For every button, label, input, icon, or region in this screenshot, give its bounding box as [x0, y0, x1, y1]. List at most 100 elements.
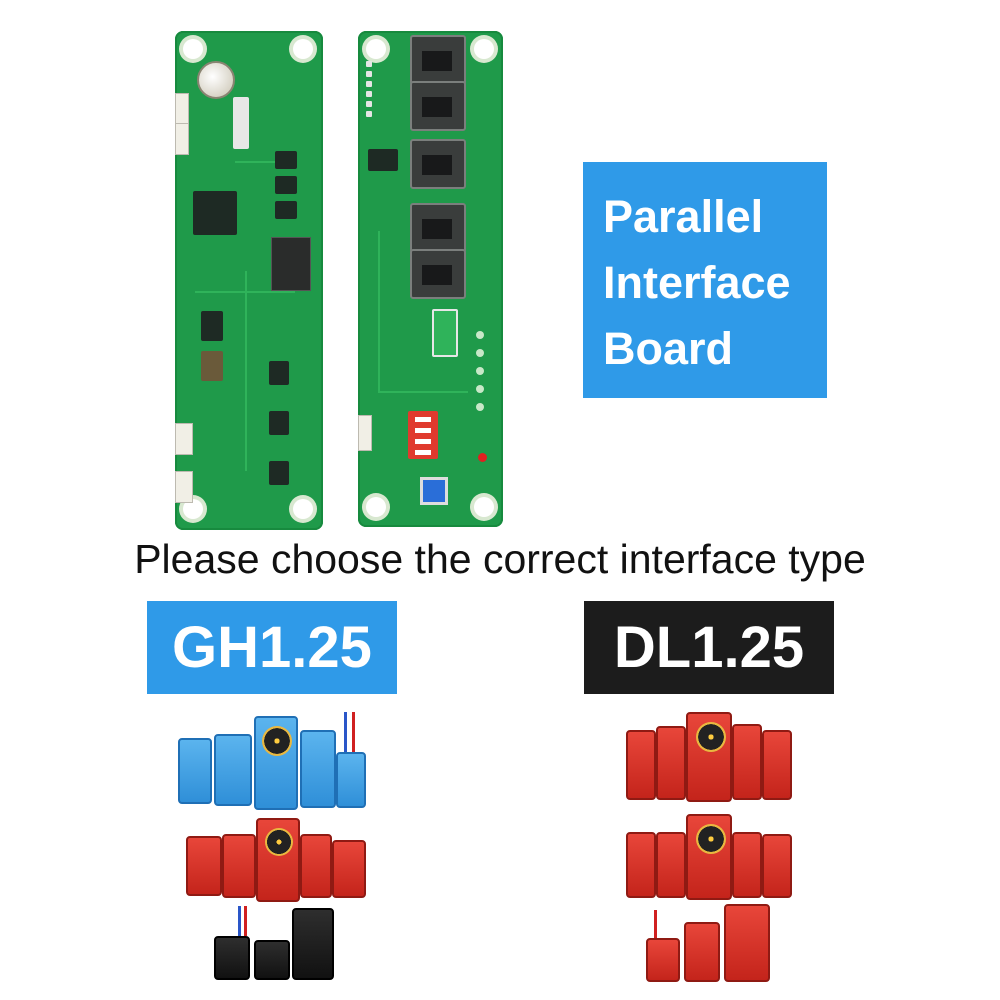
pin [366, 101, 372, 107]
bms-module-red [684, 922, 720, 982]
fan-icon [696, 722, 726, 752]
pcb-board-left [175, 31, 323, 530]
bms-module-red [724, 904, 770, 982]
bms-module-red [732, 724, 762, 800]
bms-module-red [626, 730, 656, 800]
mount-hole [366, 39, 386, 59]
dl-product-row-3 [646, 902, 776, 984]
rj45-port-icon [410, 35, 466, 85]
coin-battery-icon [197, 61, 235, 99]
mount-hole [183, 499, 203, 519]
mount-hole [474, 497, 494, 517]
mount-hole [293, 39, 313, 59]
red-led [478, 453, 487, 462]
led [476, 349, 484, 357]
gh-product-row-2 [186, 818, 368, 904]
pin [366, 111, 372, 117]
trace [245, 271, 247, 471]
title-box: Parallel Interface Board [583, 162, 827, 398]
bms-module-blue-fan [254, 716, 298, 810]
fan-icon [696, 824, 726, 854]
bms-module-blue [214, 734, 252, 806]
bms-module-red [186, 836, 222, 896]
terminal-block [432, 309, 458, 357]
mount-hole [474, 39, 494, 59]
gh-product-row-3 [214, 906, 334, 982]
ic-chip [269, 461, 289, 485]
bms-module-red [762, 730, 792, 800]
title-line-3: Board [603, 323, 734, 374]
rj45-port-icon [410, 249, 466, 299]
bms-module-red-fan [686, 814, 732, 900]
wire [654, 910, 657, 940]
mount-hole [183, 39, 203, 59]
pin [366, 81, 372, 87]
title-line-2: Interface [603, 257, 791, 308]
rj45-port-icon [410, 81, 466, 131]
pin-header [233, 97, 249, 149]
pcb-board-right [358, 31, 503, 527]
bms-module-black [292, 908, 334, 980]
inductor [201, 351, 223, 381]
ic-chip [275, 176, 297, 194]
bms-module-blue [178, 738, 212, 804]
wire [238, 906, 241, 936]
fan-icon [262, 726, 292, 756]
bms-module-red-fan [256, 818, 300, 902]
trace [235, 161, 275, 163]
title-line-1: Parallel [603, 191, 764, 242]
led [476, 331, 484, 339]
bms-module-red [656, 726, 686, 800]
ic-chip [275, 151, 297, 169]
wire [352, 712, 355, 752]
pin [366, 71, 372, 77]
dl-product-row-2 [626, 814, 794, 902]
gh-option-badge: GH1.25 [147, 601, 397, 694]
gh-product-row-1 [178, 712, 368, 812]
bms-module-red [300, 834, 332, 898]
led [476, 385, 484, 393]
rj45-port-icon [410, 203, 466, 253]
bms-module-blue [300, 730, 336, 808]
dl-option-badge: DL1.25 [584, 601, 834, 694]
wire [244, 906, 247, 936]
led [476, 403, 484, 411]
trace [378, 231, 380, 391]
mcu-chip [193, 191, 237, 235]
bms-module-red [762, 834, 792, 898]
trace [378, 391, 468, 393]
bms-module-blue [336, 752, 366, 808]
ic-chip [269, 411, 289, 435]
connector [175, 471, 193, 503]
led [476, 367, 484, 375]
mount-hole [293, 499, 313, 519]
bms-module-black [214, 936, 250, 980]
wire [344, 712, 347, 752]
rj45-port-icon [410, 139, 466, 189]
relay [271, 237, 311, 291]
ic-chip [275, 201, 297, 219]
bms-module-red [626, 832, 656, 898]
bms-module-red [646, 938, 680, 982]
dip-switch-icon [408, 411, 438, 459]
pin [366, 91, 372, 97]
connector [358, 415, 372, 451]
fan-icon [265, 828, 293, 856]
bms-module-red [656, 832, 686, 898]
ic-chip [201, 311, 223, 341]
dl-product-row-1 [626, 712, 794, 804]
ic-chip [368, 149, 398, 171]
instruction-text: Please choose the correct interface type [134, 536, 866, 582]
pin [366, 61, 372, 67]
connector [175, 123, 189, 155]
ic-chip [269, 361, 289, 385]
reset-button [420, 477, 448, 505]
bms-module-red [732, 832, 762, 898]
bms-module-black [254, 940, 290, 980]
bms-module-red [222, 834, 256, 898]
mount-hole [366, 497, 386, 517]
trace [195, 291, 295, 293]
connector [175, 423, 193, 455]
bms-module-red [332, 840, 366, 898]
bms-module-red-fan [686, 712, 732, 802]
